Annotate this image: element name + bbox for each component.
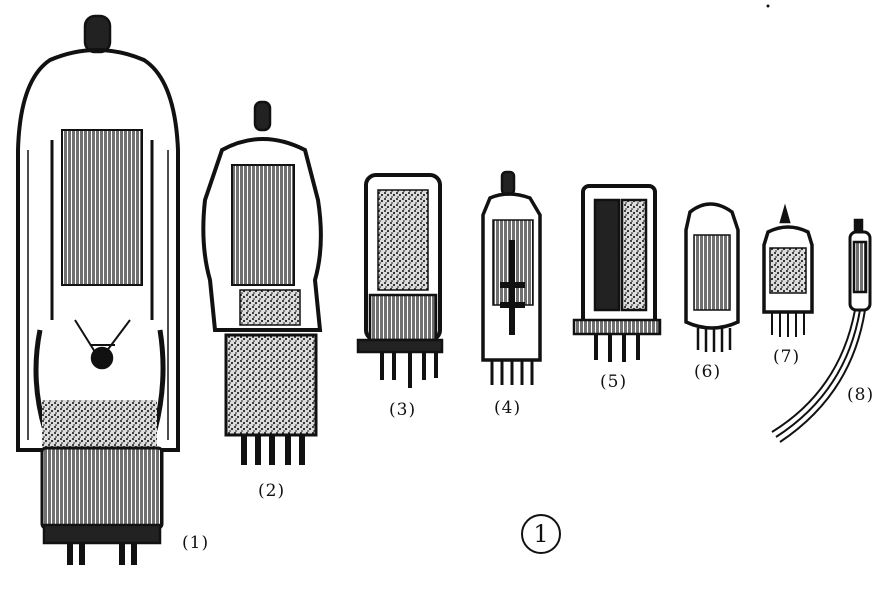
label-tube-1: (1) bbox=[182, 533, 210, 553]
tube-3 bbox=[356, 173, 444, 388]
label-tube-8: (8) bbox=[847, 385, 875, 405]
stray-dot bbox=[766, 4, 770, 8]
tube-2 bbox=[201, 100, 323, 465]
tube-6 bbox=[684, 202, 740, 352]
figure-number-circle: 1 bbox=[521, 514, 561, 554]
tube-5 bbox=[572, 184, 662, 362]
tube-8 bbox=[771, 218, 872, 443]
tube-4 bbox=[481, 170, 542, 385]
tube-1 bbox=[16, 14, 180, 565]
figure-number: 1 bbox=[533, 520, 549, 548]
label-tube-6: (6) bbox=[694, 362, 722, 382]
tube-7 bbox=[762, 203, 814, 337]
label-tube-7: (7) bbox=[773, 347, 801, 367]
label-tube-5: (5) bbox=[600, 372, 628, 392]
label-tube-3: (3) bbox=[389, 400, 417, 420]
label-tube-4: (4) bbox=[494, 398, 522, 418]
label-tube-2: (2) bbox=[258, 481, 286, 501]
